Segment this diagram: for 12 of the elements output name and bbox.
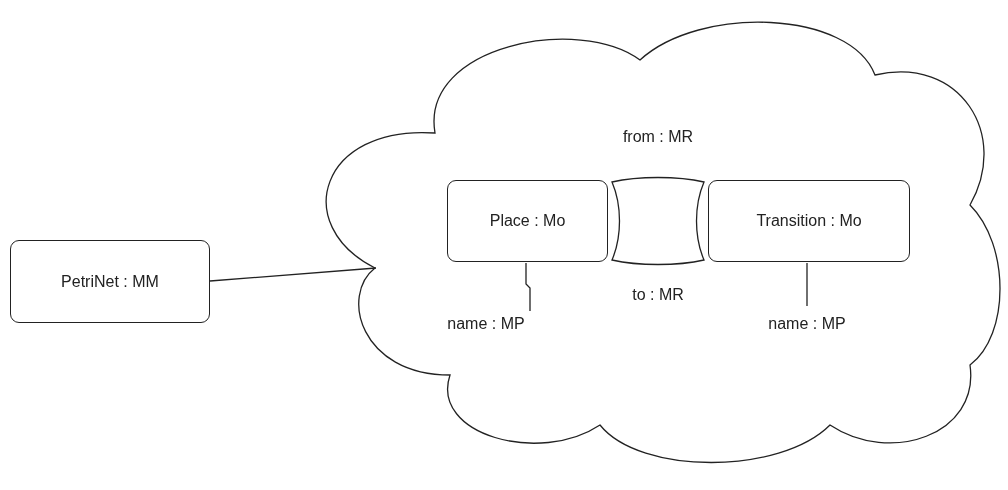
attribute-label: name : MP bbox=[768, 315, 846, 333]
role-label: from : MR bbox=[621, 128, 695, 146]
class-box bbox=[708, 180, 910, 262]
role-label: to : MR bbox=[631, 286, 685, 304]
class-box bbox=[447, 180, 608, 262]
box-label: Place : Mo bbox=[489, 212, 566, 230]
leader-line bbox=[525, 262, 531, 312]
box-label: PetriNet : MM bbox=[61, 272, 159, 291]
box-label: Transition : Mo bbox=[756, 212, 862, 230]
attribute-label: name : MP bbox=[447, 315, 525, 333]
class-box bbox=[10, 240, 210, 323]
leader-line bbox=[806, 262, 808, 307]
